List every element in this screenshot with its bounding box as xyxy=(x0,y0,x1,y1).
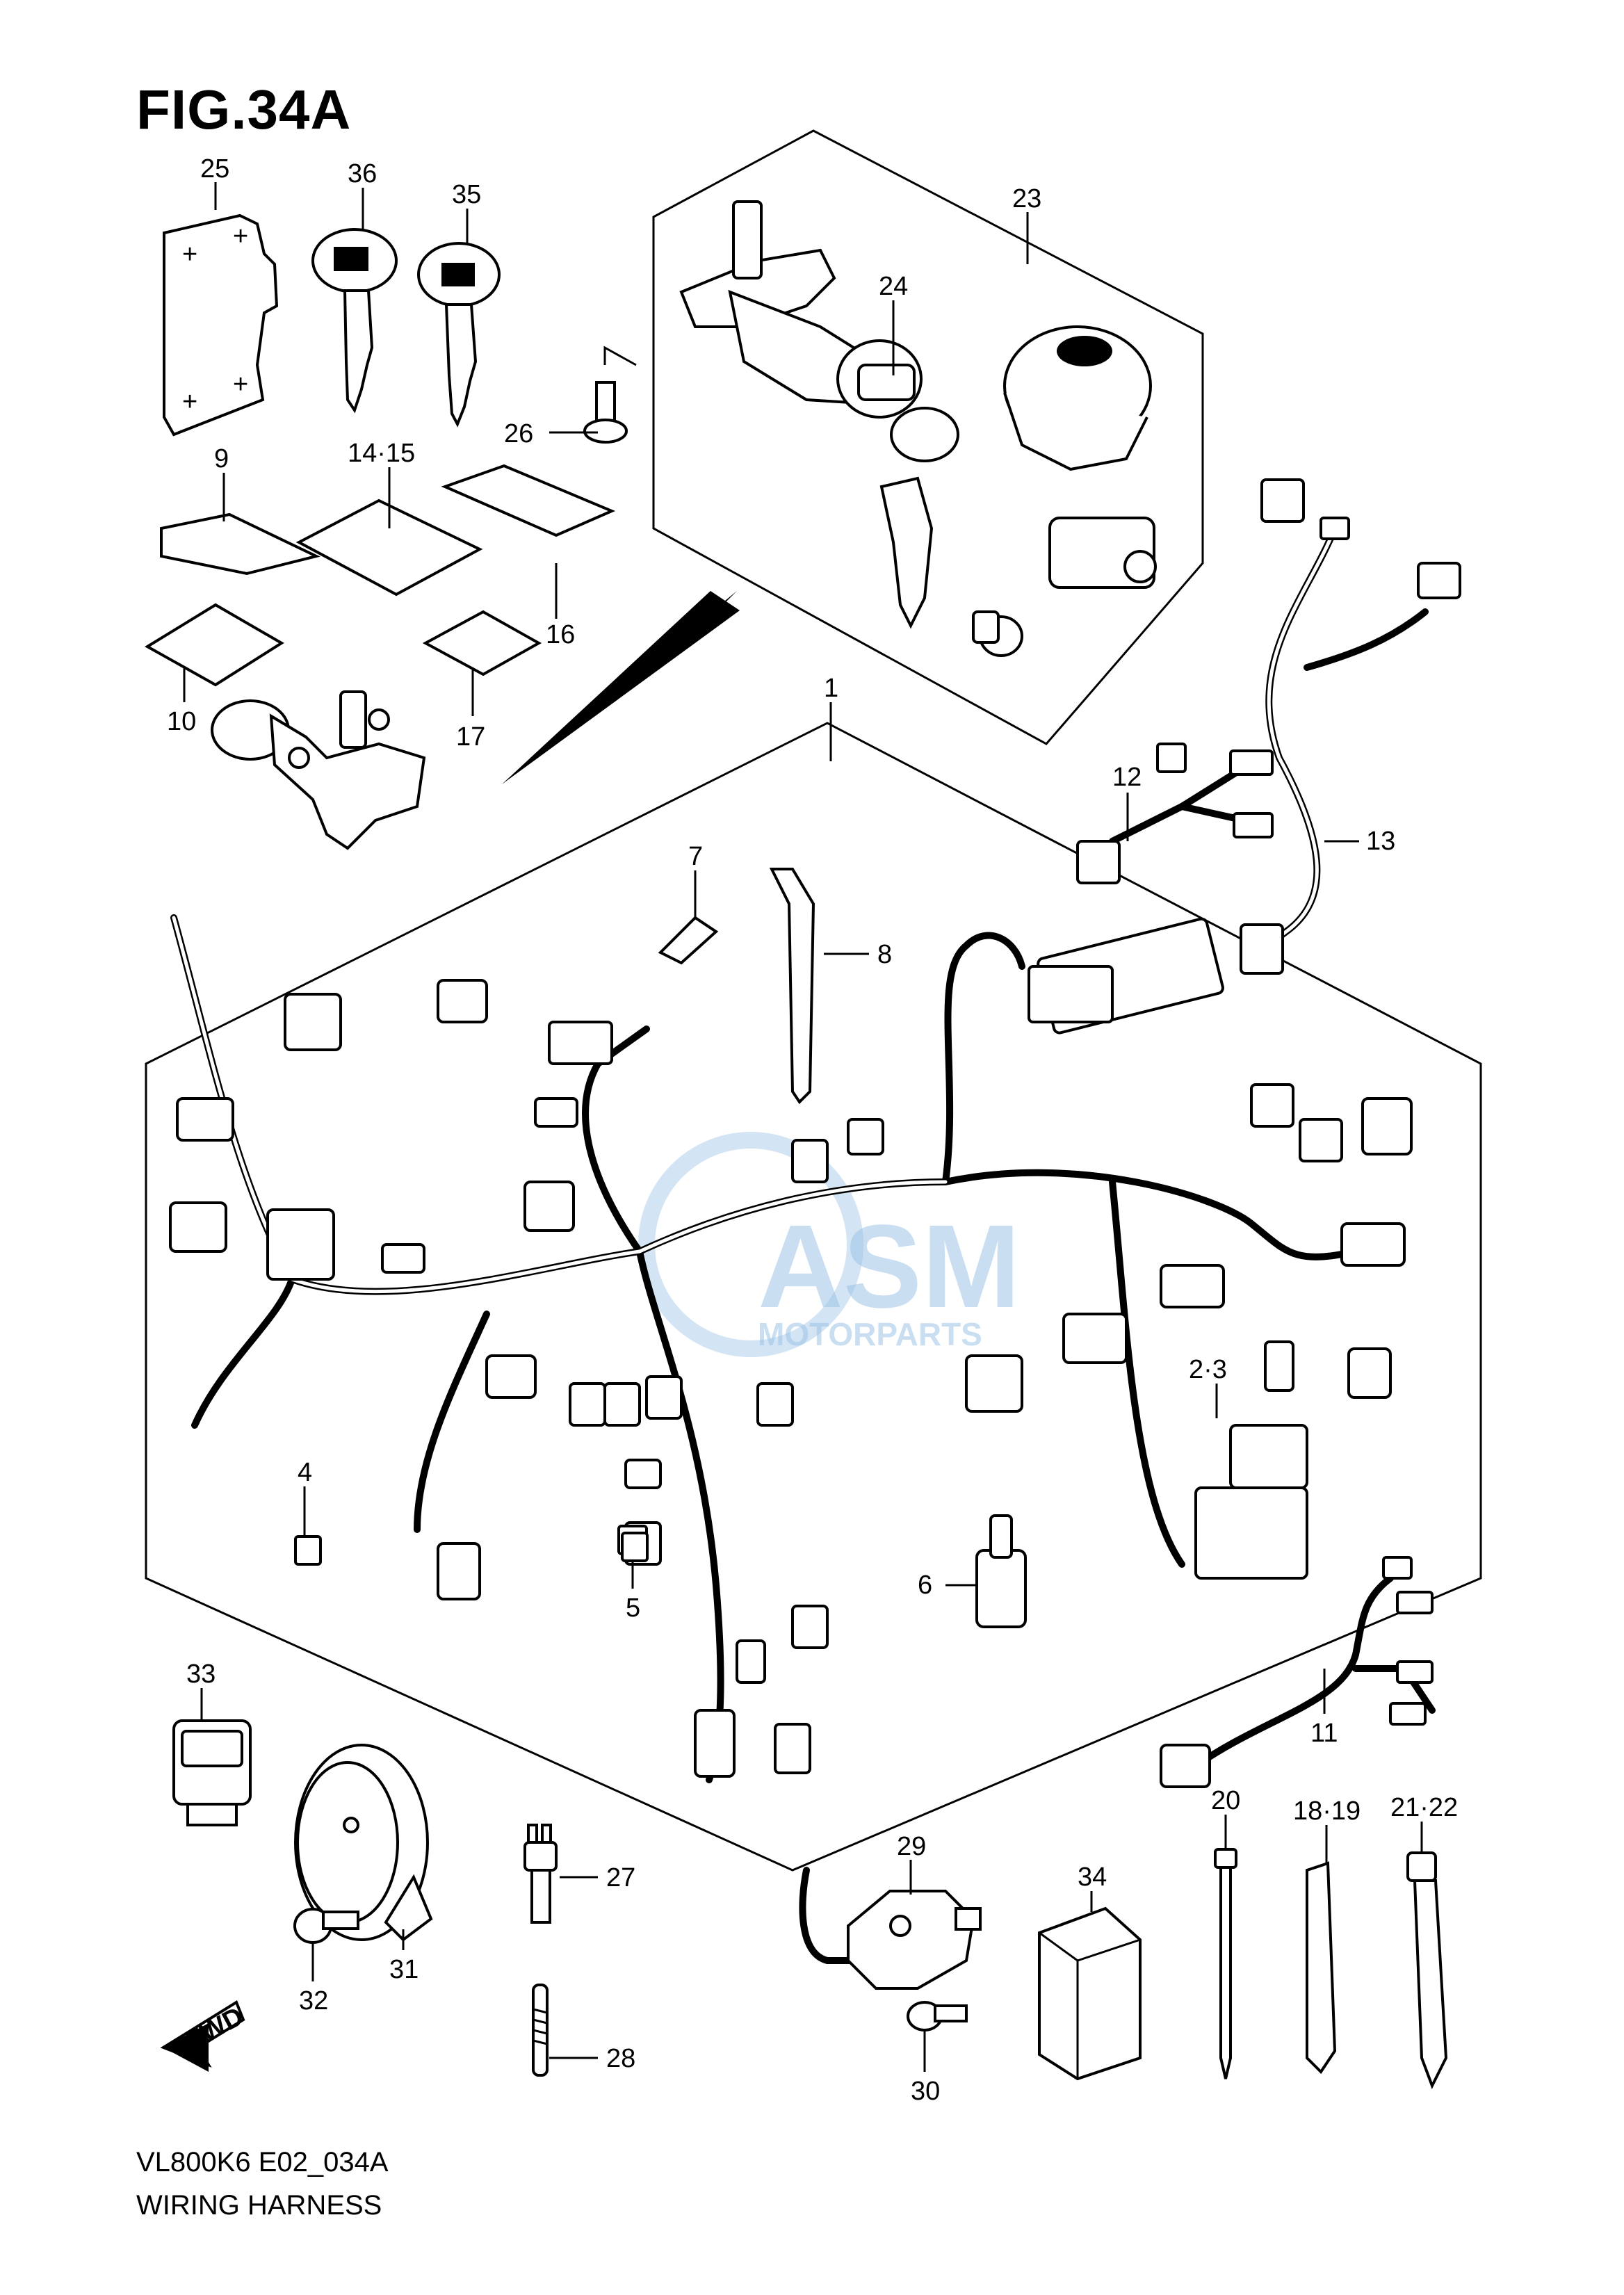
watermark-sub: MOTORPARTS xyxy=(758,1316,982,1352)
figure-caption: WIRING HARNESS xyxy=(136,2190,382,2221)
callout-29: 29 xyxy=(897,1832,926,1861)
callout-17: 17 xyxy=(456,722,485,752)
callout-7: 7 xyxy=(688,842,703,871)
callout-23: 23 xyxy=(1012,184,1041,213)
main-harness-part xyxy=(169,914,1413,1783)
sheet-part xyxy=(422,610,542,676)
pointer-arrow xyxy=(502,591,740,784)
leader-lines xyxy=(183,182,1423,2072)
callout-9: 9 xyxy=(214,444,229,473)
figure-title: FIG.34A xyxy=(136,79,352,140)
callout-26: 26 xyxy=(504,419,533,448)
callout-8: 8 xyxy=(877,940,892,969)
sub-harness-11 xyxy=(1160,1556,1436,1788)
ignition-group-frame xyxy=(652,129,1204,745)
callout-11: 11 xyxy=(1310,1719,1338,1748)
key-part xyxy=(311,228,398,414)
fwd-arrow-icon: FWD xyxy=(160,2000,248,2072)
band-part xyxy=(769,868,815,1105)
callout-20: 20 xyxy=(1211,1786,1240,1815)
callout-25: 25 xyxy=(200,154,229,184)
callout-1: 1 xyxy=(824,674,838,703)
svg-text:+: + xyxy=(182,387,197,416)
neutral-switch-part xyxy=(523,1824,558,1924)
callout-4: 4 xyxy=(298,1458,312,1487)
callout-13: 13 xyxy=(1366,827,1395,856)
watermark: ASM MOTORPARTS xyxy=(638,1132,1021,1357)
ignition-switch-part xyxy=(679,200,923,419)
svg-text:+: + xyxy=(233,222,248,251)
callout-14-15: 14·15 xyxy=(348,439,415,468)
callout-10: 10 xyxy=(167,707,196,736)
callout-16: 16 xyxy=(546,620,575,649)
svg-text:+: + xyxy=(182,240,197,269)
bolt-part xyxy=(907,2001,968,2032)
harness-group-frame xyxy=(145,722,1482,1872)
callout-12: 12 xyxy=(1112,763,1142,792)
ignition-cover-part xyxy=(1003,325,1152,471)
connector-part xyxy=(294,1535,322,1566)
sub-harness-12 xyxy=(1076,743,1274,884)
sheet-part xyxy=(441,464,616,537)
callout-27: 27 xyxy=(606,1863,635,1892)
sensor-part xyxy=(799,1867,982,1990)
fwd-label: FWD xyxy=(181,2002,248,2056)
svg-text:+: + xyxy=(233,370,248,399)
ignition-key-part xyxy=(879,407,959,629)
steering-lock-part xyxy=(211,690,426,850)
spring-part xyxy=(532,1984,549,2077)
callout-5: 5 xyxy=(626,1593,640,1623)
key-part xyxy=(417,242,501,428)
callout-33: 33 xyxy=(186,1660,216,1689)
sheet-part xyxy=(295,498,483,597)
sheet-part xyxy=(145,603,284,687)
callout-18-19: 18·19 xyxy=(1293,1797,1361,1826)
connector-part xyxy=(621,1532,649,1562)
callout-24: 24 xyxy=(879,272,908,301)
relay-part xyxy=(1038,1906,1142,2081)
screw-part xyxy=(583,346,637,444)
clamp-part xyxy=(1306,1861,1337,2075)
callout-30: 30 xyxy=(911,2077,940,2106)
callout-36: 36 xyxy=(348,159,377,188)
callout-21-22: 21·22 xyxy=(1390,1793,1458,1822)
cable-tie-part xyxy=(1214,1848,1237,2079)
watermark-main: ASM xyxy=(758,1201,1021,1333)
callout-6: 6 xyxy=(918,1571,932,1600)
callout-31: 31 xyxy=(389,1955,419,1984)
seat-lock-part xyxy=(972,517,1157,657)
callout-32: 32 xyxy=(299,1986,328,2016)
sheet-part xyxy=(160,512,320,576)
sub-harness-13 xyxy=(1240,478,1461,975)
clamp-part xyxy=(1406,1851,1448,2089)
relay-part xyxy=(172,1719,252,1826)
plate-part: + + + + xyxy=(163,213,279,437)
model-code: VL800K6 E02_034A xyxy=(136,2147,389,2178)
callout-35: 35 xyxy=(452,180,481,209)
callout-34: 34 xyxy=(1078,1863,1107,1892)
clip-part xyxy=(658,916,719,965)
callout-2-3: 2·3 xyxy=(1189,1355,1227,1384)
callout-28: 28 xyxy=(606,2044,635,2073)
bolt-part xyxy=(293,1908,359,1944)
callout-labels: 25 36 35 23 24 26 9 14·15 16 10 17 1 12 … xyxy=(167,154,1458,2106)
horn-part xyxy=(294,1744,433,1942)
